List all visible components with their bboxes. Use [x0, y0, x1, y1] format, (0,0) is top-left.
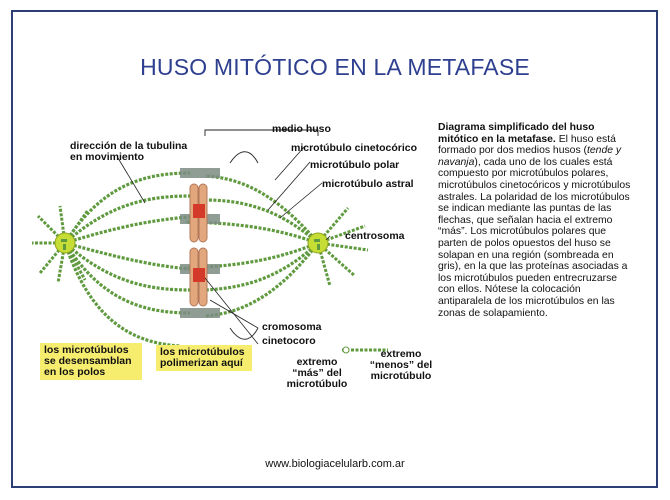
centrosome-right	[307, 232, 329, 254]
label-kinetochore-microtubule: microtúbulo cinetocórico	[291, 142, 418, 154]
box-microtubules-polymerize: los microtúbulos polimerizan aquí	[156, 345, 252, 371]
description-heading: Diagrama simplificado del huso mitótico …	[438, 122, 595, 145]
half-spindle-bracket	[204, 129, 319, 136]
chromosomes	[189, 183, 208, 307]
spindle-microtubules-left	[63, 171, 206, 348]
label-chromosome: cromosoma	[262, 321, 322, 333]
label-plus-end: extremo “más” del microtúbulo	[286, 356, 348, 390]
description-part-1: El huso está formado por dos medios huso…	[438, 133, 616, 157]
label-kinetochore: cinetocoro	[262, 335, 316, 347]
label-centrosome: centrosoma	[345, 230, 405, 242]
description-italic: tende y navanja	[438, 145, 622, 168]
centrosome-left	[54, 232, 76, 254]
tubulin-arrows	[229, 151, 259, 340]
pointer-lines	[117, 145, 331, 345]
label-minus-end: extremo “menos” del microtúbulo	[369, 348, 433, 382]
slide-frame	[11, 10, 658, 488]
label-half-spindle: medio huso	[272, 123, 331, 135]
label-tubulin-direction: dirección de la tubulina en movimiento	[70, 140, 188, 163]
box-microtubules-disassemble: los microtúbulos se desensamblan en los …	[40, 343, 142, 380]
description-text: Diagrama simplificado del huso mitótico …	[438, 122, 633, 319]
label-astral-microtubule: microtúbulo astral	[322, 178, 414, 190]
description-part-2: ), cada uno de los cuales está compuesto…	[438, 156, 631, 319]
slide-title: HUSO MITÓTICO EN LA METAFASE	[140, 54, 530, 80]
label-polar-microtubule: microtúbulo polar	[310, 159, 400, 171]
mitotic-spindle-diagram	[32, 129, 388, 354]
kinetochores	[193, 204, 205, 282]
footer-url[interactable]: www.biologiacelularb.com.ar	[265, 458, 405, 470]
legend-microtubule	[342, 346, 388, 354]
